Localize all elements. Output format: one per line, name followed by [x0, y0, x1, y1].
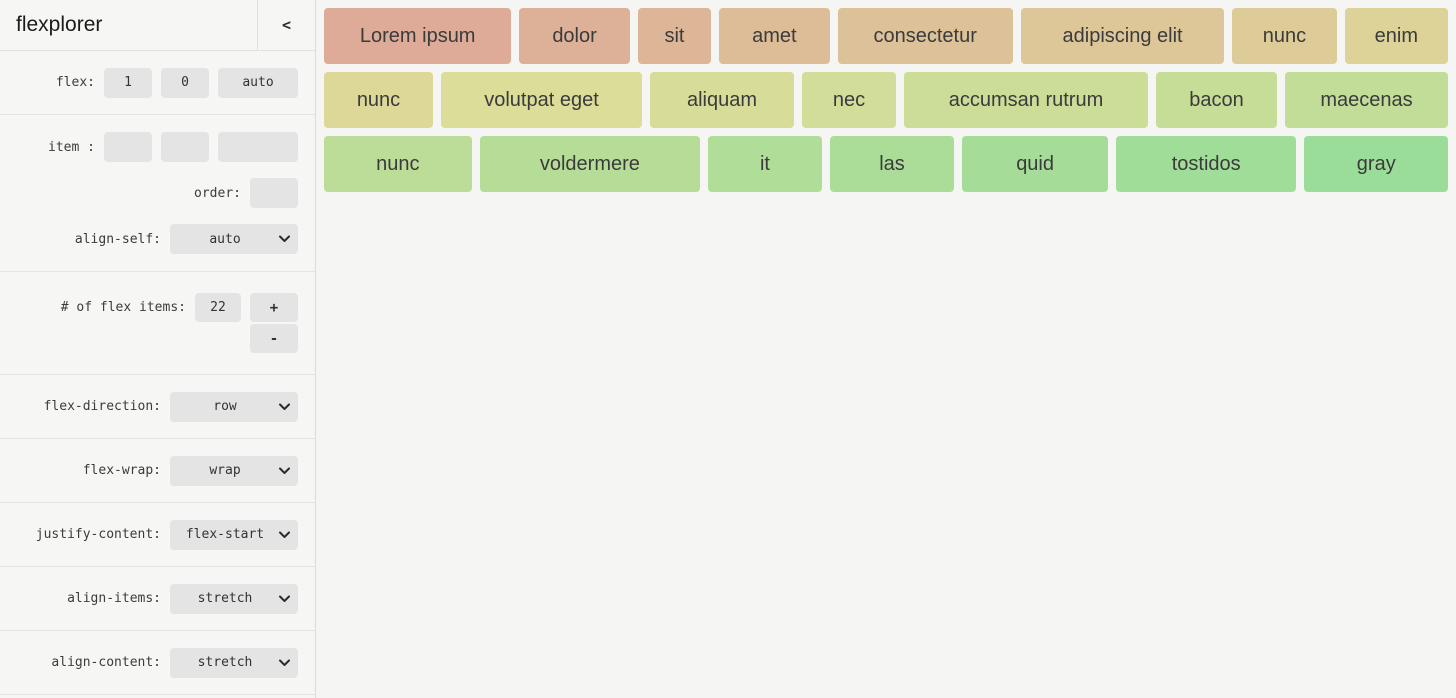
justify-content-row: justify-content: flex-start	[0, 503, 315, 567]
flex-grow-input[interactable]	[104, 67, 152, 98]
flex-shrink-input[interactable]	[161, 67, 209, 98]
decrement-items-button[interactable]: -	[250, 324, 298, 353]
flex-wrap-label: flex-wrap:	[82, 463, 161, 478]
flex-item: tostidos	[1115, 136, 1297, 192]
item-label: item :	[48, 139, 95, 155]
flex-item: sit	[637, 8, 712, 64]
flex-item: nunc	[324, 136, 472, 192]
align-content-row: align-content: stretch	[0, 631, 315, 695]
flex-item: las	[829, 136, 955, 192]
align-items-select[interactable]: stretch	[170, 583, 298, 614]
num-items-group: # of flex items: + -	[0, 272, 315, 375]
align-items-row: align-items: stretch	[0, 567, 315, 631]
flex-item: Lorem ipsum	[324, 8, 512, 64]
justify-content-select[interactable]: flex-start	[170, 519, 298, 550]
flex-direction-label: flex-direction:	[43, 399, 161, 414]
flex-item: aliquam	[650, 72, 794, 128]
align-content-select[interactable]: stretch	[170, 647, 298, 678]
flex-item: consectetur	[837, 8, 1013, 64]
align-self-label: align-self:	[74, 231, 161, 247]
item-flex-row: item :	[0, 132, 315, 162]
flex-item: amet	[719, 8, 830, 64]
item-basis-input[interactable]	[218, 132, 298, 162]
flex-item: dolor	[519, 8, 630, 64]
item-shrink-input[interactable]	[161, 132, 209, 162]
flex-direction-row: flex-direction: row	[0, 375, 315, 439]
flex-item: accumsan rutrum	[904, 72, 1148, 128]
flex-item: quid	[962, 136, 1108, 192]
flex-item: nec	[802, 72, 896, 128]
item-grow-input[interactable]	[104, 132, 152, 162]
flex-item: volutpat eget	[441, 72, 642, 128]
flex-wrap-row: flex-wrap: wrap	[0, 439, 315, 503]
flex-item: gray	[1304, 136, 1449, 192]
flex-item: it	[708, 136, 822, 192]
flex-item: maecenas	[1285, 72, 1448, 128]
align-self-row: align-self: auto	[0, 224, 315, 254]
order-label: order:	[194, 185, 241, 201]
flex-item: adipiscing elit	[1020, 8, 1225, 64]
flex-item: bacon	[1156, 72, 1277, 128]
increment-items-button[interactable]: +	[250, 293, 298, 322]
order-row: order:	[0, 178, 315, 208]
num-items-label: # of flex items:	[60, 300, 186, 315]
item-settings-group: item : order: align-self: auto	[0, 115, 315, 272]
flex-item: nunc	[1232, 8, 1337, 64]
flex-item: enim	[1344, 8, 1448, 64]
flex-label: flex:	[55, 75, 95, 90]
sidebar: flexplorer < flex: item : order: align-s…	[0, 0, 316, 698]
align-self-select[interactable]: auto	[170, 224, 298, 254]
order-input[interactable]	[250, 178, 298, 208]
num-items-input[interactable]	[195, 293, 241, 322]
justify-content-label: justify-content:	[35, 527, 161, 542]
collapse-sidebar-button[interactable]: <	[257, 0, 315, 50]
flex-item: voldermere	[479, 136, 701, 192]
align-content-label: align-content:	[51, 655, 161, 670]
flex-direction-select[interactable]: row	[170, 391, 298, 422]
flex-item: nunc	[324, 72, 433, 128]
align-items-label: align-items:	[67, 591, 161, 606]
flex-wrap-select[interactable]: wrap	[170, 455, 298, 486]
flex-shorthand-row: flex:	[0, 51, 315, 115]
flex-basis-input[interactable]	[218, 67, 298, 98]
sidebar-header: flexplorer <	[0, 0, 315, 51]
app-title: flexplorer	[16, 13, 103, 36]
